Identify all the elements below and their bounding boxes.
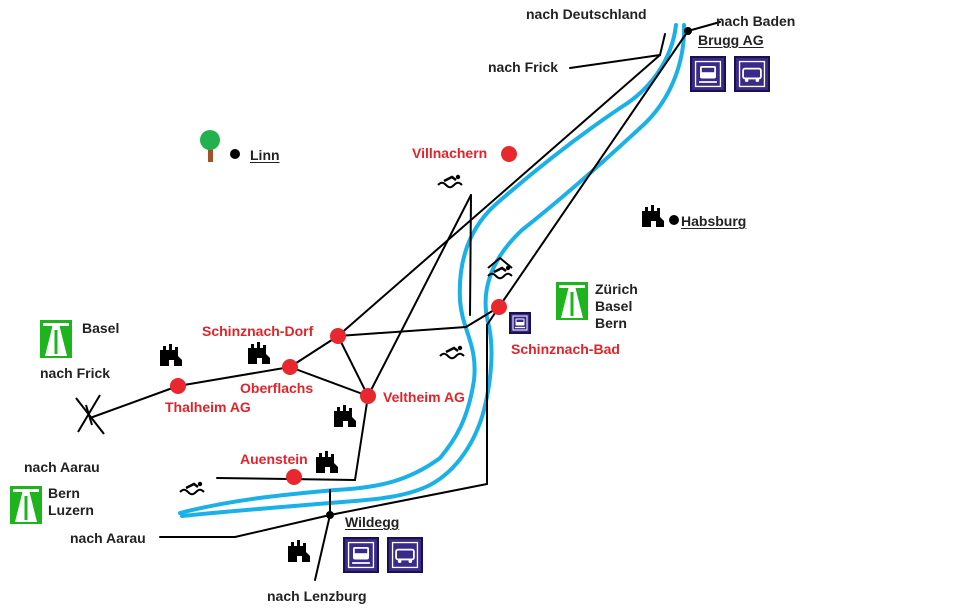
town-dot-schinznach-dorf bbox=[330, 328, 346, 344]
town-dot-villnachern bbox=[501, 146, 517, 162]
town-dot-veltheim bbox=[360, 388, 376, 404]
wildegg-dot bbox=[326, 511, 334, 519]
label-oberflachs: Oberflachs bbox=[240, 380, 314, 396]
label-bern-luzern: Bern Luzern bbox=[48, 485, 94, 518]
swimming-icon bbox=[438, 344, 466, 360]
town-dot-thalheim bbox=[170, 378, 186, 394]
castle-icon bbox=[334, 405, 356, 427]
motorway-icon bbox=[40, 320, 72, 358]
label-schinznach-dorf: Schinznach-Dorf bbox=[202, 323, 314, 339]
label-villnachern: Villnachern bbox=[412, 145, 488, 161]
swimming-icon bbox=[178, 480, 206, 496]
label-nach-aarau-left: nach Aarau bbox=[24, 459, 100, 475]
label-nach-baden: nach Baden bbox=[716, 13, 796, 29]
castle-icon bbox=[316, 451, 338, 473]
town-markers bbox=[170, 146, 517, 485]
castle-icon bbox=[248, 342, 270, 364]
bus-station-icon bbox=[387, 537, 423, 573]
bus-station-icon bbox=[734, 56, 770, 92]
castle-icon bbox=[642, 205, 664, 227]
label-schinznach-bad: Schinznach-Bad bbox=[511, 341, 620, 357]
junction-icon bbox=[75, 394, 105, 435]
label-habsburg: Habsburg bbox=[681, 213, 747, 229]
label-nach-frick-left: nach Frick bbox=[40, 365, 111, 381]
motorway-icon bbox=[10, 486, 42, 524]
label-basel: Basel bbox=[82, 320, 120, 336]
motorway-icon bbox=[556, 282, 588, 320]
label-auenstein: Auenstein bbox=[240, 451, 308, 467]
road-network bbox=[89, 21, 721, 581]
castle-icon bbox=[288, 540, 310, 562]
train-station-icon bbox=[690, 56, 726, 92]
town-dot-oberflachs bbox=[282, 359, 298, 375]
linn-dot bbox=[230, 149, 240, 159]
train-station-icon bbox=[343, 537, 379, 573]
label-nach-lenzburg: nach Lenzburg bbox=[267, 588, 367, 604]
town-dot-schinznach-bad bbox=[491, 299, 507, 315]
label-brugg: Brugg AG bbox=[698, 32, 764, 48]
label-nach-frick-top: nach Frick bbox=[488, 59, 559, 75]
point-markers bbox=[230, 27, 692, 519]
swimming-icon bbox=[436, 173, 464, 189]
label-thalheim: Thalheim AG bbox=[165, 399, 251, 415]
indoor-pool-icon bbox=[486, 256, 514, 280]
town-dot-auenstein bbox=[286, 469, 302, 485]
label-nach-deutschland: nach Deutschland bbox=[526, 6, 647, 22]
habsburg-dot bbox=[669, 215, 679, 225]
label-linn: Linn bbox=[250, 147, 280, 163]
tree-icon bbox=[200, 130, 220, 162]
brugg-dot bbox=[684, 27, 692, 35]
train-station-icon bbox=[509, 312, 531, 334]
label-wildegg: Wildegg bbox=[345, 514, 400, 530]
label-veltheim: Veltheim AG bbox=[383, 389, 465, 405]
label-zuerich-basel-bern: Zürich Basel Bern bbox=[595, 281, 638, 331]
castle-icon bbox=[160, 344, 182, 366]
label-nach-aarau-bottom: nach Aarau bbox=[70, 530, 146, 546]
